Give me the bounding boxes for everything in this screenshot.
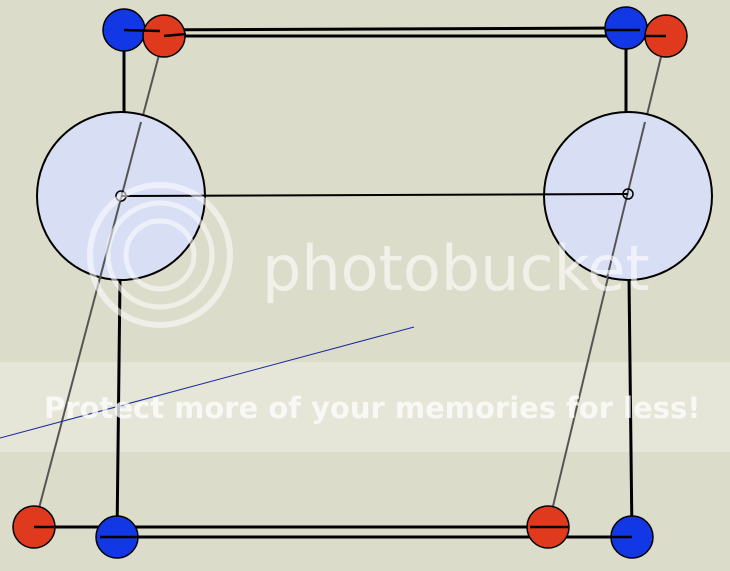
guide-line — [0, 326, 415, 439]
photobucket-logo-icon — [87, 182, 233, 328]
right-wheel-hub — [622, 188, 634, 200]
blue-ball-top-right — [604, 6, 648, 50]
watermark-band — [0, 362, 730, 452]
right-diagonal-over-wheel — [606, 121, 646, 279]
blue-frame-right-lower-edge — [627, 277, 634, 538]
ball-connectors — [34, 28, 666, 539]
top-connector-red — [163, 32, 187, 38]
axle-link — [120, 193, 629, 197]
top-connector-blue — [123, 28, 161, 33]
blue-frame-top-edge — [123, 26, 627, 32]
red-frame-left-diagonal — [33, 35, 165, 528]
watermark-tagline: Protect more of your memories for less! — [44, 391, 700, 425]
blue-frame-left-lower-edge — [115, 277, 122, 538]
watermark-brand: photobucket — [262, 232, 650, 305]
